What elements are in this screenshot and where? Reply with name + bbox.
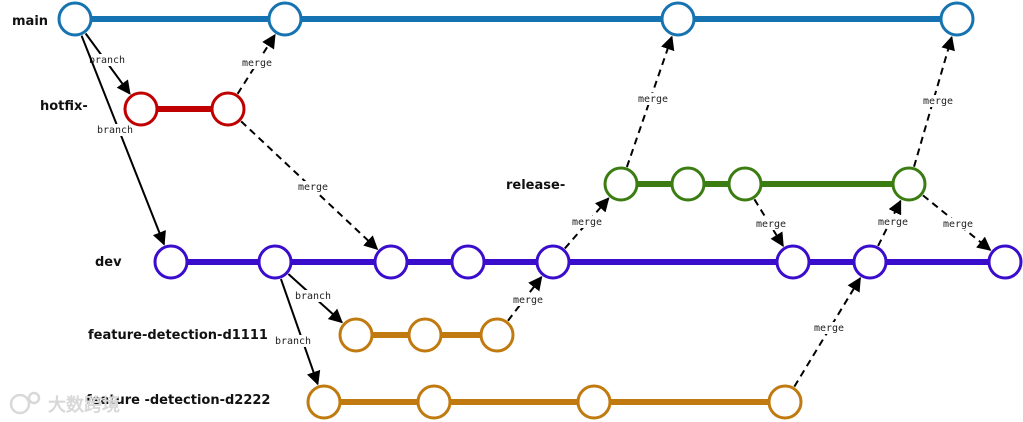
dev-to-feat1-label: branch (295, 291, 331, 302)
hotfix-to-dev-label: merge (298, 182, 328, 193)
feat2-commit-2 (416, 384, 452, 420)
release-commit-4 (891, 166, 927, 202)
dev-commit-7 (852, 244, 888, 280)
feat1-commit-3 (479, 317, 515, 353)
release-to-main-2-arrow (913, 35, 955, 167)
release-to-dev-label: merge (756, 219, 786, 230)
release-to-main-2-label-bg (920, 95, 956, 107)
main-to-dev-label-bg (94, 124, 136, 136)
main-to-dev-label: branch (97, 125, 133, 136)
feat2-to-dev-label-bg (811, 322, 847, 334)
dev-to-feat2-label-bg (272, 335, 314, 347)
release-to-main-1-arrow (625, 35, 675, 168)
feat1-branch-label: feature-detection-d1111 (88, 328, 268, 343)
main-to-hotfix-label-bg (86, 54, 128, 66)
release-commit-2 (670, 166, 706, 202)
hotfix-commit-1 (123, 91, 159, 127)
dev-commit-1 (153, 244, 189, 280)
feat2-commit-3 (576, 384, 612, 420)
dev-to-release-2-label-bg (875, 216, 911, 228)
dev-commit-4 (450, 244, 486, 280)
dev-to-release-label: merge (572, 217, 602, 228)
dev-to-release-label-bg (569, 216, 605, 228)
main-commit-1 (57, 1, 93, 37)
feat2-branch-label: feature -detection-d2222 (86, 393, 270, 408)
main-commit-3 (660, 1, 696, 37)
main-to-dev-arrow (80, 35, 166, 246)
feat1-to-dev-label: merge (513, 295, 543, 306)
release-to-dev-2-arrow (922, 194, 992, 251)
dev-to-feat2-label: branch (275, 336, 311, 347)
dev-commit-3 (373, 244, 409, 280)
hotfix-to-dev-label-bg (295, 181, 331, 193)
release-commit-1 (603, 166, 639, 202)
watermark-logo-icon (9, 391, 41, 415)
dev-commit-2 (257, 244, 293, 280)
main-commit-4 (939, 1, 975, 37)
release-to-main-2-label: merge (923, 96, 953, 107)
dev-to-feat1-label-bg (292, 290, 334, 302)
main-to-hotfix-label: branch (89, 55, 125, 66)
release-branch-label: release- (506, 178, 565, 193)
dev-to-feat2-arrow (280, 278, 321, 386)
dev-commit-8 (987, 244, 1023, 280)
feat2-commit-4 (767, 384, 803, 420)
dev-commit-6 (775, 244, 811, 280)
feat2-to-dev-label: merge (814, 323, 844, 334)
dev-branch-label: dev (95, 255, 122, 270)
release-commit-3 (727, 166, 763, 202)
feat1-commit-2 (407, 317, 443, 353)
release-to-dev-label-bg (753, 218, 789, 230)
main-commit-2 (267, 1, 303, 37)
hotfix-to-main-label: merge (242, 58, 272, 69)
release-to-main-1-label: merge (638, 94, 668, 105)
release-to-dev-2-label-bg (940, 218, 976, 230)
release-to-dev-2-label: merge (943, 219, 973, 230)
feat1-commit-1 (338, 317, 374, 353)
dev-commit-5 (535, 244, 571, 280)
dev-to-release-2-label: merge (878, 217, 908, 228)
hotfix-commit-2 (210, 91, 246, 127)
feat2-commit-1 (306, 384, 342, 420)
hotfix-branch-label: hotfix- (40, 99, 88, 114)
feat1-to-dev-label-bg (510, 294, 546, 306)
watermark-text: 大数跨境 (48, 394, 120, 416)
main-branch-label: main (12, 14, 48, 29)
release-to-main-1-label-bg (635, 93, 671, 105)
hotfix-to-main-label-bg (239, 57, 275, 69)
